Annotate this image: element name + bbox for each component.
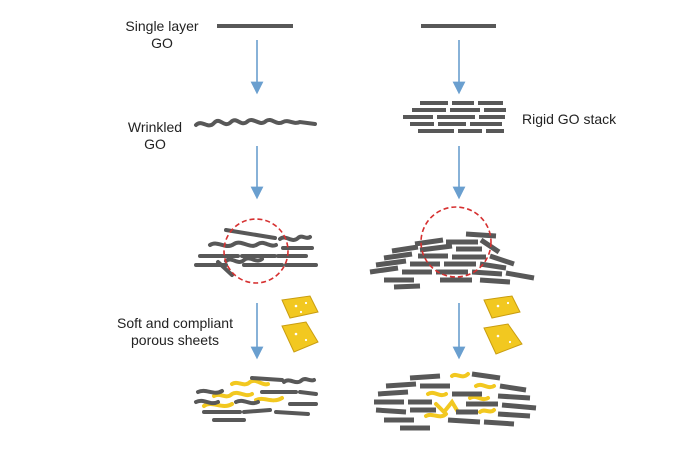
highlight-circle-right bbox=[420, 206, 492, 278]
label-single-layer-line2: GO bbox=[151, 35, 173, 51]
wrinkled-go-assembly bbox=[194, 228, 318, 277]
label-soft-line2: porous sheets bbox=[131, 332, 219, 348]
rigid-go-assembly bbox=[369, 231, 535, 290]
rigid-composite-right bbox=[374, 371, 537, 431]
label-wrinkled-line1: Wrinkled bbox=[127, 119, 183, 135]
porous-sheet-icon-left-bottom bbox=[281, 321, 319, 353]
label-soft-line1: Soft and compliant bbox=[117, 315, 233, 331]
label-soft-porous: Soft and compliant porous sheets bbox=[112, 315, 238, 349]
label-single-layer: Single layer GO bbox=[112, 18, 212, 52]
label-wrinkled-line2: GO bbox=[144, 136, 166, 152]
highlight-circle-left bbox=[223, 218, 289, 284]
porous-sheet-icon-right-top bbox=[483, 295, 521, 319]
wrinkled-go-sheet bbox=[194, 118, 317, 128]
label-single-layer-line1: Single layer bbox=[125, 18, 199, 34]
label-rigid-go-stack: Rigid GO stack bbox=[522, 111, 617, 127]
soft-composite-left bbox=[194, 376, 318, 422]
rigid-go-stack bbox=[403, 101, 506, 133]
porous-sheet-icon-right-bottom bbox=[483, 323, 523, 355]
porous-sheet-icon-left-top bbox=[281, 295, 319, 319]
process-arrows bbox=[250, 40, 466, 360]
label-wrinkled-go: Wrinkled GO bbox=[120, 119, 190, 153]
